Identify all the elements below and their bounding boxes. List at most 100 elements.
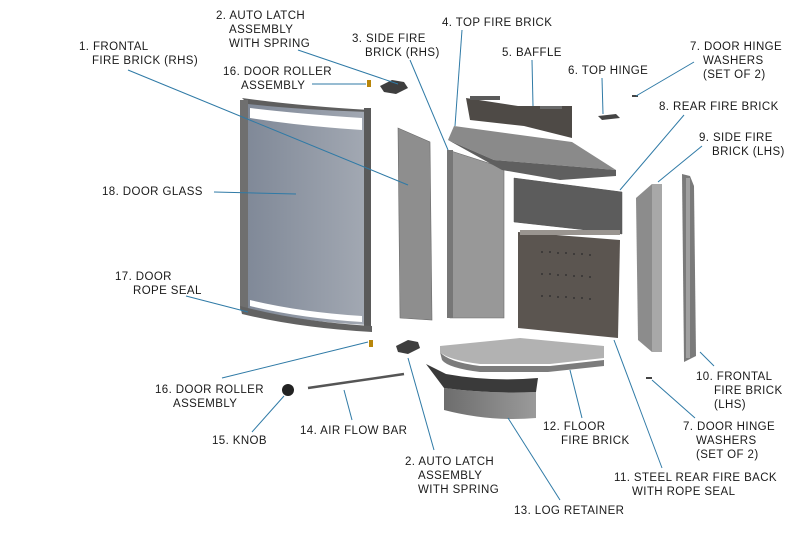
label-10-frontal-fire-brick-lhs: 10. FRONTAL FIRE BRICK (LHS) — [696, 370, 783, 412]
label-line: 2. AUTO LATCH — [405, 456, 495, 468]
label-7-door-hinge-washers-bottom: 7. DOOR HINGE WASHERS (SET OF 2) — [683, 420, 775, 462]
side-fire-brick-rhs-edge — [447, 150, 453, 318]
label-line: BRICK (RHS) — [365, 47, 440, 59]
label-line: 16. DOOR ROLLER — [223, 66, 332, 78]
label-line: 15. KNOB — [212, 435, 267, 447]
hinge-washer-top — [632, 95, 638, 97]
label-2-auto-latch-bottom: 2. AUTO LATCH ASSEMBLY WITH SPRING — [405, 455, 499, 497]
label-18-door-glass: 18. DOOR GLASS — [102, 185, 203, 199]
top-hinge — [598, 114, 620, 120]
door-assembly — [240, 98, 372, 332]
leader-10 — [699, 351, 715, 367]
label-line: FIRE BRICK (RHS) — [92, 55, 199, 67]
air-flow-bar — [307, 372, 405, 390]
leader-7-bottom — [651, 379, 696, 419]
label-line: 17. DOOR — [115, 271, 172, 283]
label-line: (SET OF 2) — [696, 449, 759, 461]
label-1-frontal-fire-brick-rhs: 1. FRONTAL FIRE BRICK (RHS) — [79, 40, 198, 68]
door-roller-top — [367, 80, 371, 87]
label-line: 12. FLOOR — [543, 421, 606, 433]
label-line: 8. REAR FIRE BRICK — [659, 101, 779, 113]
leader-7-top — [635, 61, 695, 97]
label-15-knob: 15. KNOB — [212, 434, 267, 448]
auto-latch-top — [380, 80, 408, 94]
leader-2-bottom — [407, 357, 435, 451]
label-3-side-fire-brick-rhs: 3. SIDE FIRE BRICK (RHS) — [352, 32, 440, 60]
log-retainer — [426, 364, 538, 419]
leader-17 — [185, 295, 249, 313]
label-line: ASSEMBLY — [418, 470, 483, 482]
leader-16-bottom — [221, 341, 369, 379]
leader-14 — [343, 389, 353, 421]
leader-1 — [127, 69, 409, 186]
label-line: BRICK (LHS) — [712, 146, 785, 158]
door-right-rail — [364, 108, 371, 326]
label-line: 18. DOOR GLASS — [102, 186, 203, 198]
label-13-log-retainer: 13. LOG RETAINER — [514, 504, 624, 518]
leader-12 — [569, 369, 583, 419]
label-line: 10. FRONTAL — [696, 371, 773, 383]
frontal-fire-brick-rhs — [397, 127, 433, 321]
label-5-baffle: 5. BAFFLE — [502, 46, 562, 60]
leader-5 — [531, 59, 534, 107]
rear-fire-brick — [513, 177, 623, 235]
label-line: WASHERS — [696, 435, 757, 447]
label-12-floor-fire-brick: 12. FLOOR FIRE BRICK — [543, 420, 630, 448]
label-17-door-rope-seal: 17. DOOR ROPE SEAL — [115, 270, 202, 298]
leader-4 — [454, 29, 463, 127]
label-line: 16. DOOR ROLLER — [155, 384, 264, 396]
label-line: 3. SIDE FIRE — [352, 33, 426, 45]
air-holes — [541, 251, 591, 300]
label-line: 14. AIR FLOW BAR — [300, 425, 408, 437]
label-line: 4. TOP FIRE BRICK — [442, 17, 553, 29]
label-line: 7. DOOR HINGE — [683, 421, 776, 433]
label-4-top-fire-brick: 4. TOP FIRE BRICK — [442, 16, 552, 30]
label-line: ROPE SEAL — [133, 285, 202, 297]
leader-lines — [127, 29, 715, 501]
label-8-rear-fire-brick: 8. REAR FIRE BRICK — [659, 100, 779, 114]
leader-6 — [601, 77, 604, 115]
label-2-auto-latch-top: 2. AUTO LATCH ASSEMBLY WITH SPRING — [216, 9, 310, 51]
label-6-top-hinge: 6. TOP HINGE — [568, 64, 648, 78]
leader-3 — [409, 59, 449, 151]
label-line: WASHERS — [703, 55, 764, 67]
label-line: ASSEMBLY — [173, 398, 238, 410]
label-11-steel-rear-fire-back: 11. STEEL REAR FIRE BACK WITH ROPE SEAL — [614, 471, 777, 499]
label-16-door-roller-top: 16. DOOR ROLLER ASSEMBLY — [223, 65, 332, 93]
hinge-washer-bottom — [646, 377, 652, 379]
label-14-air-flow-bar: 14. AIR FLOW BAR — [300, 424, 407, 438]
label-line: 9. SIDE FIRE — [699, 132, 773, 144]
label-line: 13. LOG RETAINER — [514, 505, 625, 517]
side-fire-brick-rhs — [447, 149, 505, 319]
frontal-fire-brick-lhs — [682, 174, 696, 362]
label-line: 5. BAFFLE — [502, 47, 562, 59]
label-line: ASSEMBLY — [241, 80, 306, 92]
label-line: ASSEMBLY — [229, 24, 294, 36]
door-left-rail — [240, 100, 248, 310]
leader-11 — [613, 339, 663, 469]
label-line: 1. FRONTAL — [79, 41, 149, 53]
top-fire-brick — [448, 126, 616, 180]
label-16-door-roller-bottom: 16. DOOR ROLLER ASSEMBLY — [155, 383, 264, 411]
door-bottom-rail — [240, 306, 372, 332]
label-line: WITH SPRING — [418, 484, 500, 496]
side-fire-brick-lhs — [636, 184, 662, 352]
door-top-gap — [250, 108, 362, 130]
steel-rear-fire-back — [518, 230, 620, 338]
label-line: FIRE BRICK — [714, 385, 783, 397]
label-line: WITH SPRING — [229, 38, 311, 50]
leader-13 — [507, 417, 561, 501]
label-line: 7. DOOR HINGE — [690, 41, 783, 53]
door-glass — [244, 100, 368, 325]
floor-fire-brick — [440, 338, 604, 372]
knob — [282, 384, 294, 396]
leader-18 — [213, 191, 297, 195]
label-line: 6. TOP HINGE — [568, 65, 649, 77]
label-line: (SET OF 2) — [703, 69, 766, 81]
leader-9 — [657, 145, 703, 183]
auto-latch-bottom — [396, 340, 420, 354]
leader-15 — [251, 395, 285, 433]
door-roller-bottom — [369, 340, 373, 347]
label-7-door-hinge-washers-top: 7. DOOR HINGE WASHERS (SET OF 2) — [690, 40, 782, 82]
baffle — [466, 96, 572, 138]
